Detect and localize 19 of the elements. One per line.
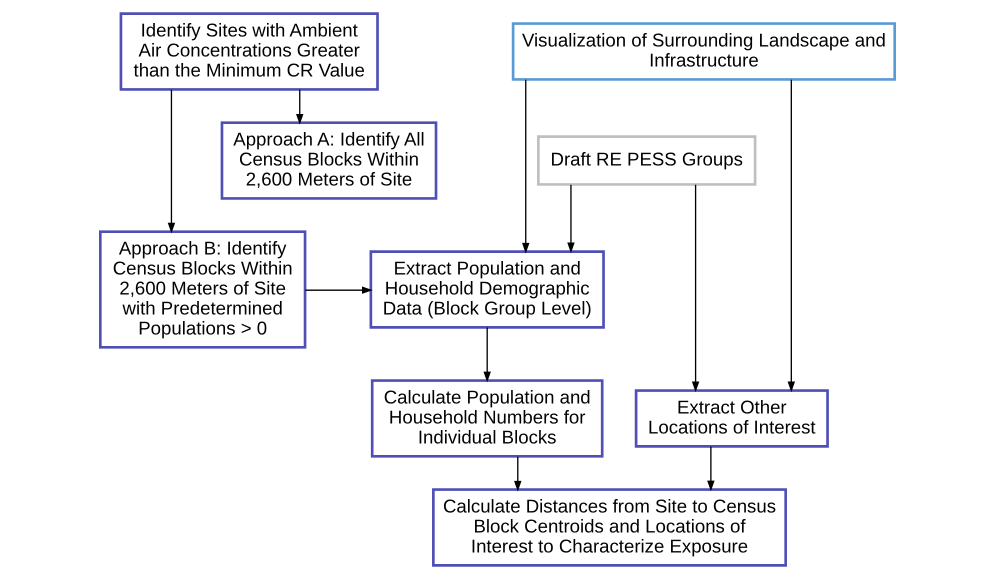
arrow — [788, 80, 796, 392]
arrow — [567, 184, 575, 254]
node-box: Approach B: Identify Census Blocks Within 2,600 Meters of Site with Predetermined Populations > 0 — [99, 230, 306, 349]
arrow — [483, 328, 491, 382]
node-box: Visualization of Surrounding Landscape and Infrastructure — [512, 22, 896, 81]
node-box: Calculate Distances from Site to Census Block Centroids and Locations of Interest to Characterize Exposure — [432, 488, 787, 567]
arrow — [514, 456, 522, 492]
node-box: Draft RE PESS Groups — [537, 135, 756, 186]
arrow — [168, 90, 176, 234]
node-box: Approach A: Identify All Census Blocks Within 2,600 Meters of Site — [220, 121, 438, 200]
arrow — [692, 184, 700, 392]
arrow — [707, 446, 715, 492]
node-box: Calculate Population and Household Numbers for Individual Blocks — [370, 379, 604, 458]
node-box: Identify Sites with Ambient Air Concentrations Greater than the Minimum CR Value — [120, 12, 379, 91]
arrow — [522, 80, 530, 254]
node-box: Extract Other Locations of Interest — [634, 389, 829, 448]
node-box: Extract Population and Household Demographic Data (Block Group Level) — [370, 250, 605, 329]
arrow — [296, 90, 304, 125]
arrow — [305, 286, 373, 294]
